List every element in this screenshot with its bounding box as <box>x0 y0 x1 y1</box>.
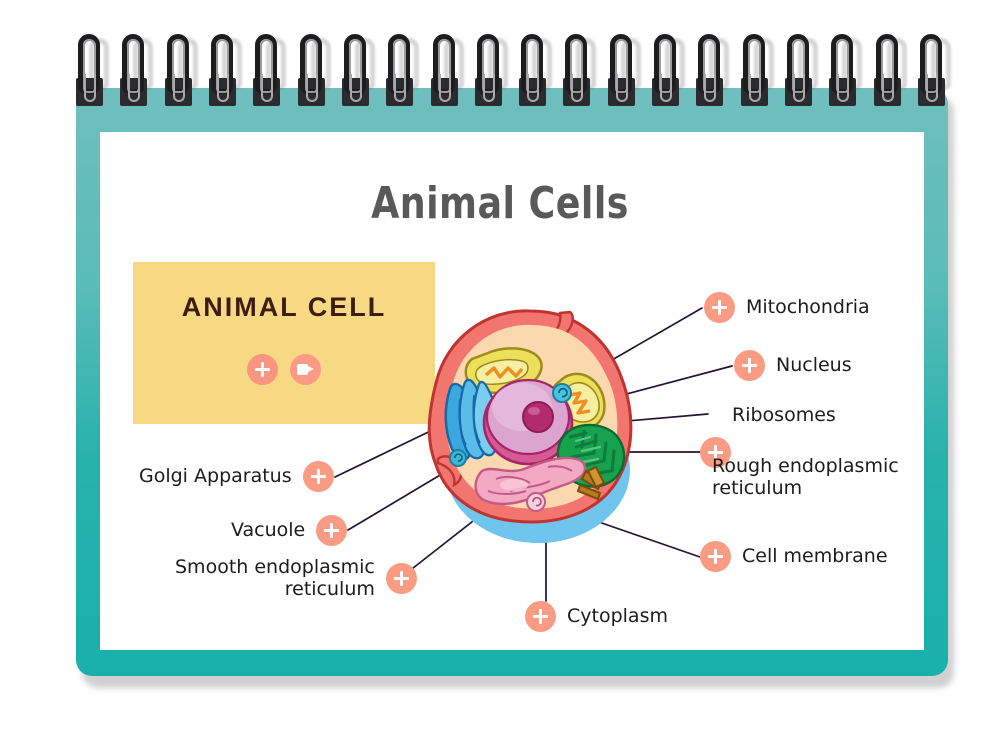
callout-ribosomes[interactable]: Ribosomes <box>732 404 836 426</box>
label-nucleus: Nucleus <box>776 354 852 377</box>
plus-icon <box>393 570 409 586</box>
callout-nucleus[interactable]: Nucleus <box>734 350 852 381</box>
vesicle-upper-right <box>552 383 572 403</box>
callout-rough-er[interactable] <box>700 437 731 468</box>
label-ribosomes: Ribosomes <box>732 404 836 426</box>
video-camera-icon <box>297 364 314 375</box>
card-heading: ANIMAL CELL <box>181 292 387 322</box>
marker-rough-er[interactable] <box>700 437 731 468</box>
centrioles <box>576 465 606 501</box>
label-cell-membrane: Cell membrane <box>742 545 888 568</box>
nucleus <box>482 378 574 466</box>
callout-cell-membrane[interactable]: Cell membrane <box>700 541 888 572</box>
marker-cytoplasm[interactable] <box>525 601 556 632</box>
marker-nucleus[interactable] <box>734 350 765 381</box>
page-title: Animal Cells <box>371 178 629 229</box>
marker-mitochondria[interactable] <box>704 292 735 323</box>
smooth-endoplasmic-reticulum <box>474 456 587 506</box>
callout-vacuole[interactable]: Vacuole <box>231 515 348 546</box>
marker-smooth-er[interactable] <box>385 562 417 594</box>
card-button-group <box>133 354 435 385</box>
callout-mitochondria[interactable]: Mitochondria <box>704 292 870 323</box>
plus-icon <box>310 469 326 484</box>
marker-cell-membrane[interactable] <box>700 541 731 572</box>
marker-golgi[interactable] <box>302 461 334 492</box>
marker-vacuole[interactable] <box>316 515 348 546</box>
plus-icon <box>712 300 727 315</box>
label-mitochondria: Mitochondria <box>746 296 870 319</box>
plus-icon <box>324 523 340 538</box>
nucleolus <box>522 401 554 433</box>
label-rough-er: Rough endoplasmic reticulum <box>712 455 899 500</box>
plus-icon <box>708 445 723 460</box>
animal-cell-illustration <box>427 309 633 543</box>
plus-icon <box>255 362 270 377</box>
plus-icon <box>533 609 548 624</box>
callout-smooth-er[interactable]: Smooth endoplasmic reticulum <box>175 556 417 601</box>
label-golgi: Golgi Apparatus <box>139 465 292 488</box>
callout-cytoplasm[interactable]: Cytoplasm <box>525 601 668 632</box>
video-button[interactable] <box>290 354 321 385</box>
label-cytoplasm: Cytoplasm <box>567 605 668 628</box>
label-smooth-er: Smooth endoplasmic reticulum <box>175 556 375 601</box>
plus-icon <box>742 358 757 373</box>
vacuole <box>526 492 546 512</box>
vesicle-left <box>449 449 467 467</box>
animal-cell-card: ANIMAL CELL <box>133 262 435 424</box>
label-vacuole: Vacuole <box>231 519 306 542</box>
add-button[interactable] <box>247 354 278 385</box>
callout-golgi[interactable]: Golgi Apparatus <box>139 461 334 492</box>
plus-icon <box>708 549 723 564</box>
